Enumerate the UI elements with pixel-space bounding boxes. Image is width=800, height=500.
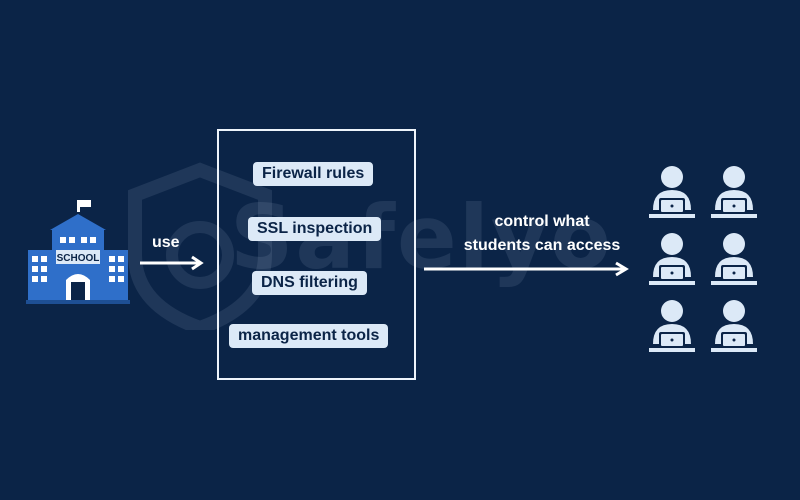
- student-icon: [649, 166, 695, 218]
- student-icon: [711, 166, 757, 218]
- student-icon: [711, 300, 757, 352]
- use-arrow-icon: [140, 255, 204, 271]
- school-sign-text: SCHOOL: [57, 253, 100, 264]
- student-icon: [711, 233, 757, 285]
- tool-management-tools: management tools: [229, 324, 389, 348]
- outcome-line-1: control what: [494, 213, 590, 230]
- student-icon: [649, 233, 695, 285]
- tool-dns-filtering: DNS filtering: [252, 271, 367, 295]
- outcome-text: control what students can access: [432, 210, 652, 258]
- school-building-icon: SCHOOL: [26, 200, 130, 304]
- use-label: use: [152, 234, 180, 251]
- outcome-line-2: students can access: [463, 237, 621, 254]
- students-group-icon: [649, 166, 757, 352]
- tool-firewall-rules: Firewall rules: [253, 162, 374, 186]
- outcome-arrow-icon: [424, 261, 629, 277]
- tool-ssl-inspection: SSL inspection: [248, 217, 382, 241]
- tools-panel: [217, 129, 416, 380]
- student-icon: [649, 300, 695, 352]
